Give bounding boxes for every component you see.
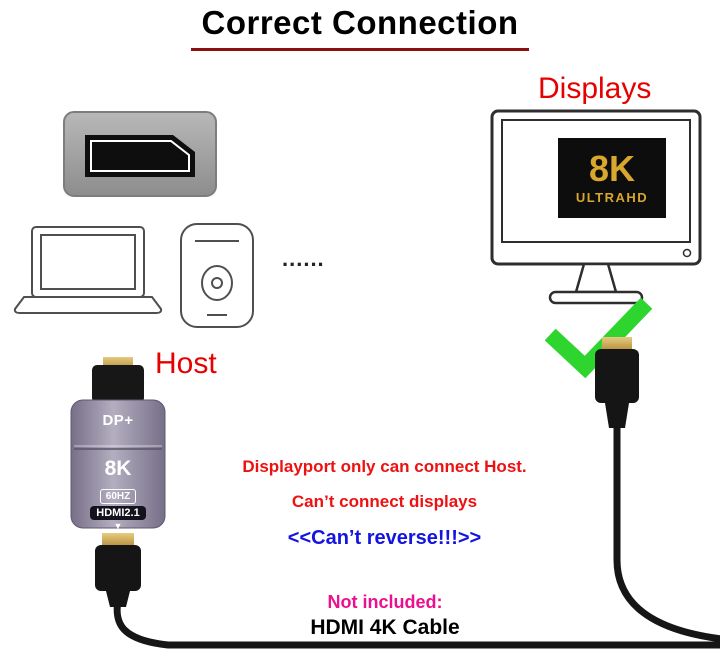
not-included-label: Not included: bbox=[327, 592, 443, 612]
dp-plug-body bbox=[92, 365, 144, 403]
page-title-wrap: Correct Connection bbox=[0, 4, 720, 51]
checkmark-icon bbox=[544, 297, 653, 379]
monitor-stand bbox=[574, 262, 618, 294]
hdmi-cable-left bbox=[113, 599, 720, 649]
monitor-8k-badge: 8K ULTRAHD bbox=[558, 138, 666, 218]
note-line-1: Displayport only can connect Host. bbox=[242, 457, 527, 476]
adapter-hdmi-text: HDMI2.1 bbox=[90, 506, 146, 520]
warning-notes: Displayport only can connect Host. Can’t… bbox=[212, 457, 557, 565]
page-title: Correct Connection bbox=[191, 4, 529, 51]
adapter-arrow-icon: ▼ bbox=[113, 521, 123, 531]
monitor-base bbox=[548, 290, 644, 305]
adapter-dp-label: DP+ bbox=[102, 412, 134, 429]
ellipsis-dots: ...... bbox=[282, 246, 325, 271]
dp-slot-inner-line bbox=[90, 140, 190, 172]
desktop-tower-illustration bbox=[180, 223, 254, 328]
badge-8k-text: 8K bbox=[588, 148, 636, 189]
dp-slot bbox=[85, 135, 195, 177]
note-reverse: <<Can’t reverse!!!>> bbox=[287, 527, 482, 549]
adapter-body bbox=[70, 399, 166, 529]
hdmi-connector-right bbox=[595, 337, 639, 428]
hdmi-cable-right bbox=[613, 426, 720, 643]
adapter-hdmi-badge: HDMI2.1 bbox=[71, 503, 165, 521]
hdmi-gold-tip-right bbox=[602, 337, 632, 351]
displays-label: Displays bbox=[538, 72, 652, 105]
monitor-power-dot bbox=[682, 248, 692, 258]
cable-name-label: HDMI 4K Cable bbox=[310, 616, 460, 639]
dp-adapter-illustration bbox=[70, 357, 166, 529]
displayport-port-illustration bbox=[63, 111, 217, 197]
badge-ultrahd-text: ULTRAHD bbox=[575, 190, 649, 205]
laptop-illustration bbox=[13, 226, 163, 314]
adapter-60hz-badge: 60HZ bbox=[71, 486, 165, 504]
note-line-2: Can’t connect displays bbox=[291, 492, 478, 511]
monitor-illustration bbox=[490, 109, 702, 305]
host-label: Host bbox=[155, 347, 217, 380]
hdmi-connector-left bbox=[95, 533, 141, 607]
monitor-8k-badge-bg bbox=[558, 138, 666, 218]
adapter-60hz-text: 60HZ bbox=[99, 489, 137, 504]
adapter-8k-label: 8K bbox=[104, 457, 132, 480]
hdmi-gold-tip-left bbox=[102, 533, 134, 547]
